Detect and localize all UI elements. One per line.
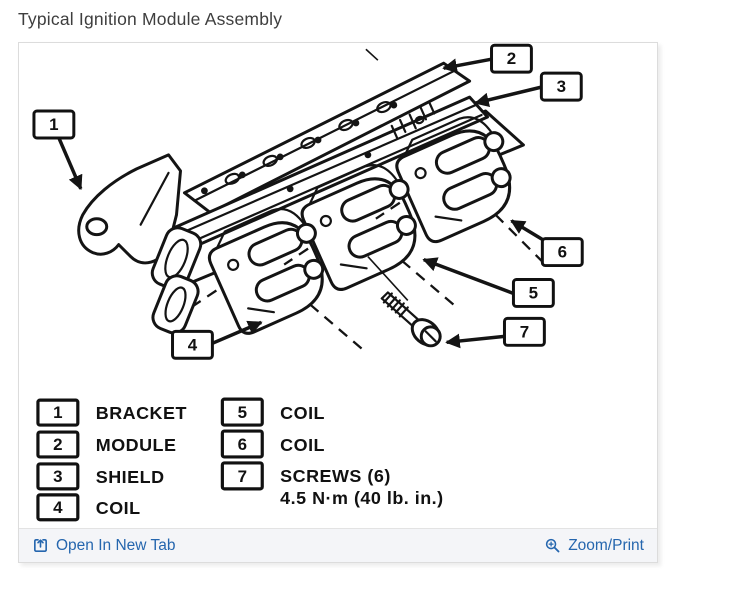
callout-box-7: 7 [502,316,546,347]
legend-number: 1 [53,403,62,422]
legend-row-5: 5 COIL [220,397,325,427]
zoom-print-label: Zoom/Print [568,536,644,554]
callout-number: 4 [188,335,198,354]
open-in-new-tab-label: Open In New Tab [56,536,176,554]
callout-box-2: 2 [490,43,533,74]
callout-box-3: 3 [539,71,583,102]
legend-torque-spec: 4.5 N·m (40 lb. in.) [280,488,443,508]
legend-number: 7 [238,467,247,486]
legend-label: SCREWS (6) [280,466,391,486]
coil-4-art [207,207,325,335]
legend-label: COIL [96,498,141,518]
assembly-art [77,48,549,354]
axis-dash-lines [191,201,549,354]
legend: 1 BRACKET 2 MODULE 3 SHIELD 4 COIL [36,397,443,522]
legend-number: 6 [238,435,247,454]
legend-row-6: 6 COIL [220,429,325,459]
callout-box-5: 5 [511,278,555,308]
callout-number: 5 [529,283,538,302]
legend-number: 2 [53,435,62,454]
coil-6-art [395,116,512,244]
callout-box-6: 6 [540,237,584,268]
page-title: Typical Ignition Module Assembly [18,9,283,29]
viewer-footer: Open In New Tab Zoom/Print [19,528,657,562]
module-rail-art [182,61,472,215]
callout-box-4: 4 [171,329,214,360]
callout-box-1: 1 [32,109,76,140]
bracket-art [77,153,182,265]
open-in-new-tab-link[interactable]: Open In New Tab [32,537,175,555]
legend-number: 3 [53,467,62,486]
callout-arrows [57,57,546,349]
leader-dash [365,48,379,61]
legend-row-7: 7 SCREWS (6) 4.5 N·m (40 lb. in.) [220,461,443,508]
legend-number: 5 [238,403,247,422]
ignition-module-diagram: 1 2 3 4 5 6 7 [32,43,584,522]
callout-number: 3 [557,77,566,96]
callout-number: 1 [49,115,58,134]
callout-number: 6 [558,243,567,262]
callout-number: 2 [507,49,516,68]
diagram-area: 1 2 3 4 5 6 7 [19,43,657,528]
magnifier-plus-icon [546,538,560,553]
legend-label: COIL [280,435,325,455]
legend-label: COIL [280,403,325,423]
diagram-frame: 1 2 3 4 5 6 7 [18,42,658,563]
legend-row-2: 2 MODULE [36,430,177,459]
callout-number: 7 [520,322,529,341]
rail-screw-dots [201,101,398,195]
legend-number: 4 [53,498,63,517]
screw-art [367,256,442,348]
zoom-print-link[interactable]: Zoom/Print [544,537,644,555]
legend-label: MODULE [96,435,177,455]
legend-label: BRACKET [96,403,187,423]
legend-row-4: 4 COIL [36,493,141,522]
legend-row-3: 3 SHIELD [36,462,165,491]
legend-row-1: 1 BRACKET [36,398,187,427]
coil-5-art [300,164,417,291]
legend-label: SHIELD [96,467,165,487]
open-in-new-tab-icon [34,539,47,552]
connector-art [150,226,203,335]
